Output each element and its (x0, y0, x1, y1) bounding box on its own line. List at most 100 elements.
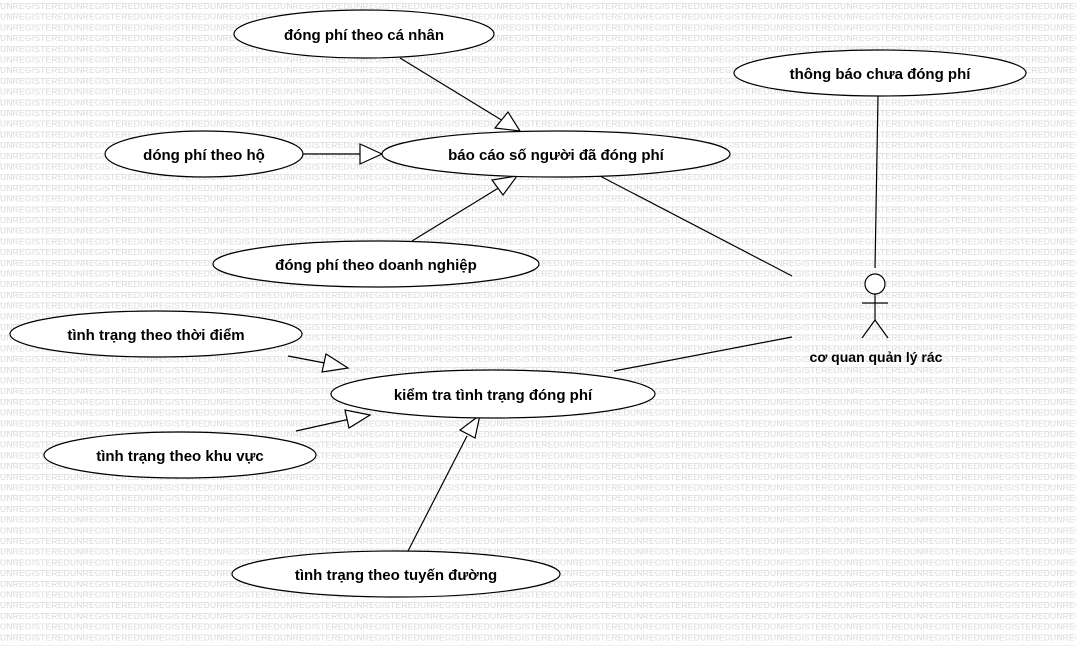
watermark-text: UNREGISTERED (980, 258, 1050, 268)
watermark-text: UNREGISTERED (420, 525, 490, 535)
watermark-text: UNREGISTERED (630, 22, 700, 32)
actor-stick-figure[interactable] (861, 273, 889, 339)
watermark-text: UNREGISTERED (0, 108, 70, 118)
watermark-text: UNREGISTERED (980, 397, 1050, 407)
watermark-text: UNREGISTERED (840, 343, 910, 353)
watermark-text: UNREGISTERED (840, 568, 910, 578)
watermark-text: UNREGISTERED (630, 397, 700, 407)
watermark-text: UNREGISTERED (560, 183, 630, 193)
watermark-text: UNREGISTERED (280, 536, 350, 546)
use-case-dong-phi-ca-nhan[interactable] (233, 9, 495, 59)
watermark-text: UNREGISTERED (840, 600, 910, 610)
watermark-text: UNREGISTERED (210, 557, 280, 567)
watermark-text: UNREGISTERED (980, 55, 1050, 65)
watermark-text: UNREGISTERED (700, 429, 770, 439)
watermark-text: UNREGISTERED (1050, 354, 1076, 364)
watermark-text: UNREGISTERED (490, 290, 560, 300)
watermark-text: UNREGISTERED (630, 376, 700, 386)
watermark-text: UNREGISTERED (140, 226, 210, 236)
watermark-text: UNREGISTERED (840, 386, 910, 396)
watermark-text: UNREGISTERED (560, 547, 630, 557)
watermark-text: UNREGISTERED (210, 365, 280, 375)
watermark-text: UNREGISTERED (770, 568, 840, 578)
watermark-text: UNREGISTERED (1050, 311, 1076, 321)
watermark-text: UNREGISTERED (420, 194, 490, 204)
watermark-text: UNREGISTERED (490, 76, 560, 86)
watermark-text: UNREGISTERED (490, 536, 560, 546)
watermark-text: UNREGISTERED (840, 333, 910, 343)
watermark-text: UNREGISTERED (980, 515, 1050, 525)
watermark-text: UNREGISTERED (910, 162, 980, 172)
watermark-text: UNREGISTERED (770, 236, 840, 246)
watermark-text: UNREGISTERED (980, 333, 1050, 343)
use-case-kiem-tra[interactable] (330, 369, 656, 419)
watermark-text: UNREGISTERED (910, 33, 980, 43)
watermark-text: UNREGISTERED (70, 129, 140, 139)
watermark-text: UNREGISTERED (210, 279, 280, 289)
watermark-text: UNREGISTERED (910, 140, 980, 150)
watermark-text: UNREGISTERED (630, 12, 700, 22)
watermark-text: UNREGISTERED (350, 504, 420, 514)
watermark-text: UNREGISTERED (350, 472, 420, 482)
watermark-text: UNREGISTERED (560, 12, 630, 22)
watermark-text: UNREGISTERED (280, 55, 350, 65)
watermark-text: UNREGISTERED (770, 279, 840, 289)
watermark-text: UNREGISTERED (280, 397, 350, 407)
watermark-text: UNREGISTERED (770, 301, 840, 311)
use-case-dong-phi-ho[interactable] (104, 130, 304, 178)
watermark-text: UNREGISTERED (980, 440, 1050, 450)
watermark-text: UNREGISTERED (70, 1, 140, 11)
watermark-text: UNREGISTERED (630, 76, 700, 86)
generalization-line-thoi-diem (287, 355, 331, 365)
watermark-text: UNREGISTERED (770, 450, 840, 460)
use-case-tinh-trang-thoi-diem[interactable] (9, 310, 303, 358)
watermark-text: UNREGISTERED (210, 354, 280, 364)
watermark-text: UNREGISTERED (490, 504, 560, 514)
watermark-text: UNREGISTERED (910, 600, 980, 610)
watermark-text: UNREGISTERED (630, 343, 700, 353)
watermark-text: UNREGISTERED (0, 440, 70, 450)
watermark-text: UNREGISTERED (0, 408, 70, 418)
watermark-text: UNREGISTERED (490, 247, 560, 257)
use-case-tinh-trang-khu-vuc[interactable] (43, 431, 317, 479)
watermark-text: UNREGISTERED (140, 12, 210, 22)
watermark-text: UNREGISTERED (560, 301, 630, 311)
watermark-text: UNREGISTERED (700, 461, 770, 471)
watermark-text: UNREGISTERED (560, 611, 630, 621)
watermark-text: UNREGISTERED (560, 440, 630, 450)
watermark-text: UNREGISTERED (630, 226, 700, 236)
watermark-text: UNREGISTERED (910, 290, 980, 300)
use-case-thong-bao[interactable] (733, 49, 1027, 97)
watermark-text: UNREGISTERED (210, 108, 280, 118)
watermark-text: UNREGISTERED (210, 204, 280, 214)
watermark-text: UNREGISTERED (980, 525, 1050, 535)
watermark-text: UNREGISTERED (910, 547, 980, 557)
watermark-text: UNREGISTERED (350, 365, 420, 375)
watermark-text: UNREGISTERED (700, 579, 770, 589)
watermark-text: UNREGISTERED (350, 215, 420, 225)
watermark-text: UNREGISTERED (70, 600, 140, 610)
watermark-text: UNREGISTERED (560, 472, 630, 482)
watermark-text: UNREGISTERED (420, 450, 490, 460)
use-case-bao-cao[interactable] (381, 130, 731, 178)
watermark-text: UNREGISTERED (0, 301, 70, 311)
watermark-text: UNREGISTERED (0, 55, 70, 65)
watermark-text: UNREGISTERED (490, 215, 560, 225)
watermark-text: UNREGISTERED (910, 119, 980, 129)
use-case-tinh-trang-tuyen-duong[interactable] (231, 550, 561, 598)
watermark-text: UNREGISTERED (140, 301, 210, 311)
use-case-dong-phi-ho-label: dóng phí theo hộ (143, 147, 265, 164)
watermark-text: UNREGISTERED (700, 12, 770, 22)
use-case-dong-phi-doanh-nghiep[interactable] (212, 240, 540, 288)
watermark-text: UNREGISTERED (1050, 226, 1076, 236)
watermark-text: UNREGISTERED (700, 450, 770, 460)
watermark-text: UNREGISTERED (980, 536, 1050, 546)
watermark-text: UNREGISTERED (280, 376, 350, 386)
watermark-text: UNREGISTERED (70, 97, 140, 107)
watermark-text: UNREGISTERED (350, 440, 420, 450)
association-line-kiem-tra (613, 336, 793, 372)
watermark-text: UNREGISTERED (700, 600, 770, 610)
watermark-text: UNREGISTERED (1050, 322, 1076, 332)
watermark-text: UNREGISTERED (1050, 44, 1076, 54)
watermark-text: UNREGISTERED (980, 194, 1050, 204)
